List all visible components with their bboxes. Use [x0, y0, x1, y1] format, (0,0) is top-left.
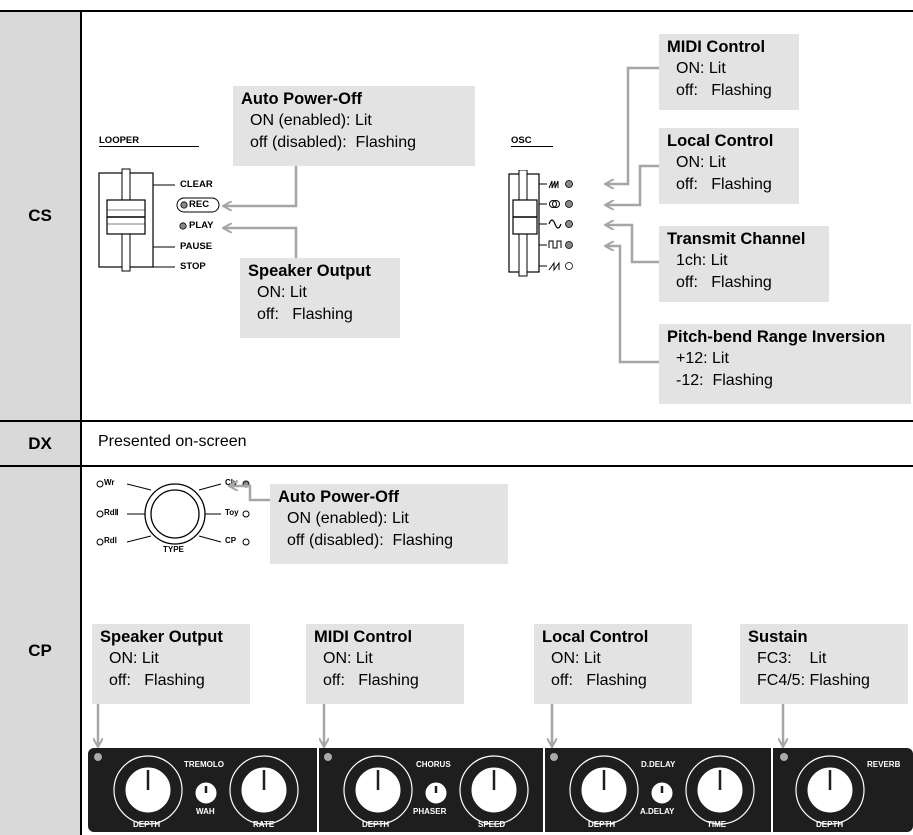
row-label-dx: DX — [0, 422, 80, 465]
cs-local-control-box: Local Control ON: Lit off: Flashing — [659, 128, 799, 204]
box-row: FC3: Lit — [757, 650, 827, 667]
looper-slider — [98, 168, 220, 272]
box-title: Auto Power-Off — [241, 90, 362, 108]
cp-sustain-box: Sustain FC3: Lit FC4/5: Flashing — [740, 624, 908, 704]
box-title: Local Control — [667, 132, 774, 150]
box-row: off: Flashing — [323, 672, 419, 689]
cp-speaker-output-box: Speaker Output ON: Lit off: Flashing — [92, 624, 250, 704]
type-title: TYPE — [163, 545, 184, 554]
looper-pause: PAUSE — [180, 241, 213, 252]
cs-transmit-channel-box: Transmit Channel 1ch: Lit off: Flashing — [659, 226, 829, 302]
arrow — [224, 166, 298, 206]
osc-title: OSC — [511, 135, 553, 147]
box-row: +12: Lit — [676, 350, 729, 367]
box-row: off: Flashing — [676, 82, 772, 99]
looper-title: LOOPER — [99, 135, 199, 147]
panel1-switch-bottom: WAH — [196, 807, 215, 816]
panel2-switch-bottom: PHASER — [413, 807, 447, 816]
box-row: -12: Flashing — [676, 372, 773, 389]
type-right-1: Toy — [225, 508, 239, 517]
box-row: ON: Lit — [323, 650, 373, 667]
looper-rec: REC — [189, 199, 210, 210]
box-row: FC4/5: Flashing — [757, 672, 870, 689]
box-row: ON: Lit — [551, 650, 601, 667]
table-top-border — [0, 10, 913, 12]
box-title: Speaker Output — [248, 262, 371, 280]
panel3-knob1-label: DEPTH — [588, 820, 616, 829]
box-row: ON: Lit — [676, 60, 726, 77]
panel4-title: REVERB — [867, 760, 901, 769]
cp-midi-control-box: MIDI Control ON: Lit off: Flashing — [306, 624, 464, 704]
row-divider — [0, 420, 913, 422]
box-row: off: Flashing — [257, 306, 353, 323]
panel1-switch-top: TREMOLO — [184, 760, 224, 769]
type-left-2: RdⅠ — [104, 536, 118, 545]
cs-auto-power-off-box: Auto Power-Off ON (enabled): Lit off (di… — [233, 86, 475, 166]
box-row: off (disabled): Flashing — [250, 134, 417, 151]
arrow — [606, 225, 659, 264]
type-left-1: RdⅡ — [104, 508, 119, 517]
box-title: MIDI Control — [314, 628, 413, 646]
box-title: Speaker Output — [100, 628, 223, 646]
box-title: Sustain — [748, 628, 808, 646]
cp-auto-power-off-box: Auto Power-Off ON (enabled): Lit off (di… — [270, 484, 508, 564]
osc-slider — [508, 170, 573, 277]
box-title: Auto Power-Off — [278, 488, 399, 506]
cs-speaker-output-box: Speaker Output ON: Lit off: Flashing — [240, 258, 400, 338]
panel2-switch-top: CHORUS — [416, 760, 451, 769]
looper-play: PLAY — [189, 220, 214, 231]
box-row: ON: Lit — [257, 284, 307, 301]
arrow — [230, 486, 270, 502]
row-label-cs: CS — [0, 12, 80, 420]
box-row: off (disabled): Flashing — [287, 532, 454, 549]
box-row: ON (enabled): Lit — [287, 510, 409, 527]
panel1-knob1-label: DEPTH — [133, 820, 161, 829]
effects-knobs — [94, 748, 865, 832]
looper-stop: STOP — [180, 261, 206, 272]
box-row: off: Flashing — [676, 274, 772, 291]
dx-text: Presented on-screen — [98, 433, 247, 450]
cs-pitch-bend-box: Pitch-bend Range Inversion +12: Lit -12:… — [659, 324, 911, 404]
arrow — [606, 164, 659, 205]
box-title: MIDI Control — [667, 38, 766, 56]
panel3-knob2-label: TIME — [707, 820, 727, 829]
type-right-2: CP — [225, 536, 237, 545]
panel1-knob2-label: RATE — [253, 820, 275, 829]
arrow — [606, 66, 659, 184]
column-divider — [80, 10, 82, 835]
box-row: ON: Lit — [676, 154, 726, 171]
box-title: Pitch-bend Range Inversion — [667, 328, 886, 346]
box-row: off: Flashing — [676, 176, 772, 193]
panel2-knob1-label: DEPTH — [362, 820, 390, 829]
row-divider — [0, 465, 913, 467]
box-row: off: Flashing — [551, 672, 647, 689]
box-row: ON: Lit — [109, 650, 159, 667]
type-left-0: Wr — [104, 478, 115, 487]
panel3-switch-bottom: A.DELAY — [640, 807, 675, 816]
panel2-knob2-label: SPEED — [478, 820, 506, 829]
box-row: off: Flashing — [109, 672, 205, 689]
panel3-switch-top: D.DELAY — [641, 760, 676, 769]
panel4-knob1-label: DEPTH — [816, 820, 844, 829]
box-title: Transmit Channel — [667, 230, 806, 248]
arrow — [224, 228, 298, 258]
looper-clear: CLEAR — [180, 179, 213, 190]
box-row: 1ch: Lit — [676, 252, 728, 269]
type-knob — [96, 480, 250, 546]
box-title: Local Control — [542, 628, 649, 646]
row-label-cp: CP — [0, 467, 80, 835]
cp-local-control-box: Local Control ON: Lit off: Flashing — [534, 624, 692, 704]
box-row: ON (enabled): Lit — [250, 112, 372, 129]
arrow — [606, 246, 659, 364]
cs-midi-control-box: MIDI Control ON: Lit off: Flashing — [659, 34, 799, 110]
